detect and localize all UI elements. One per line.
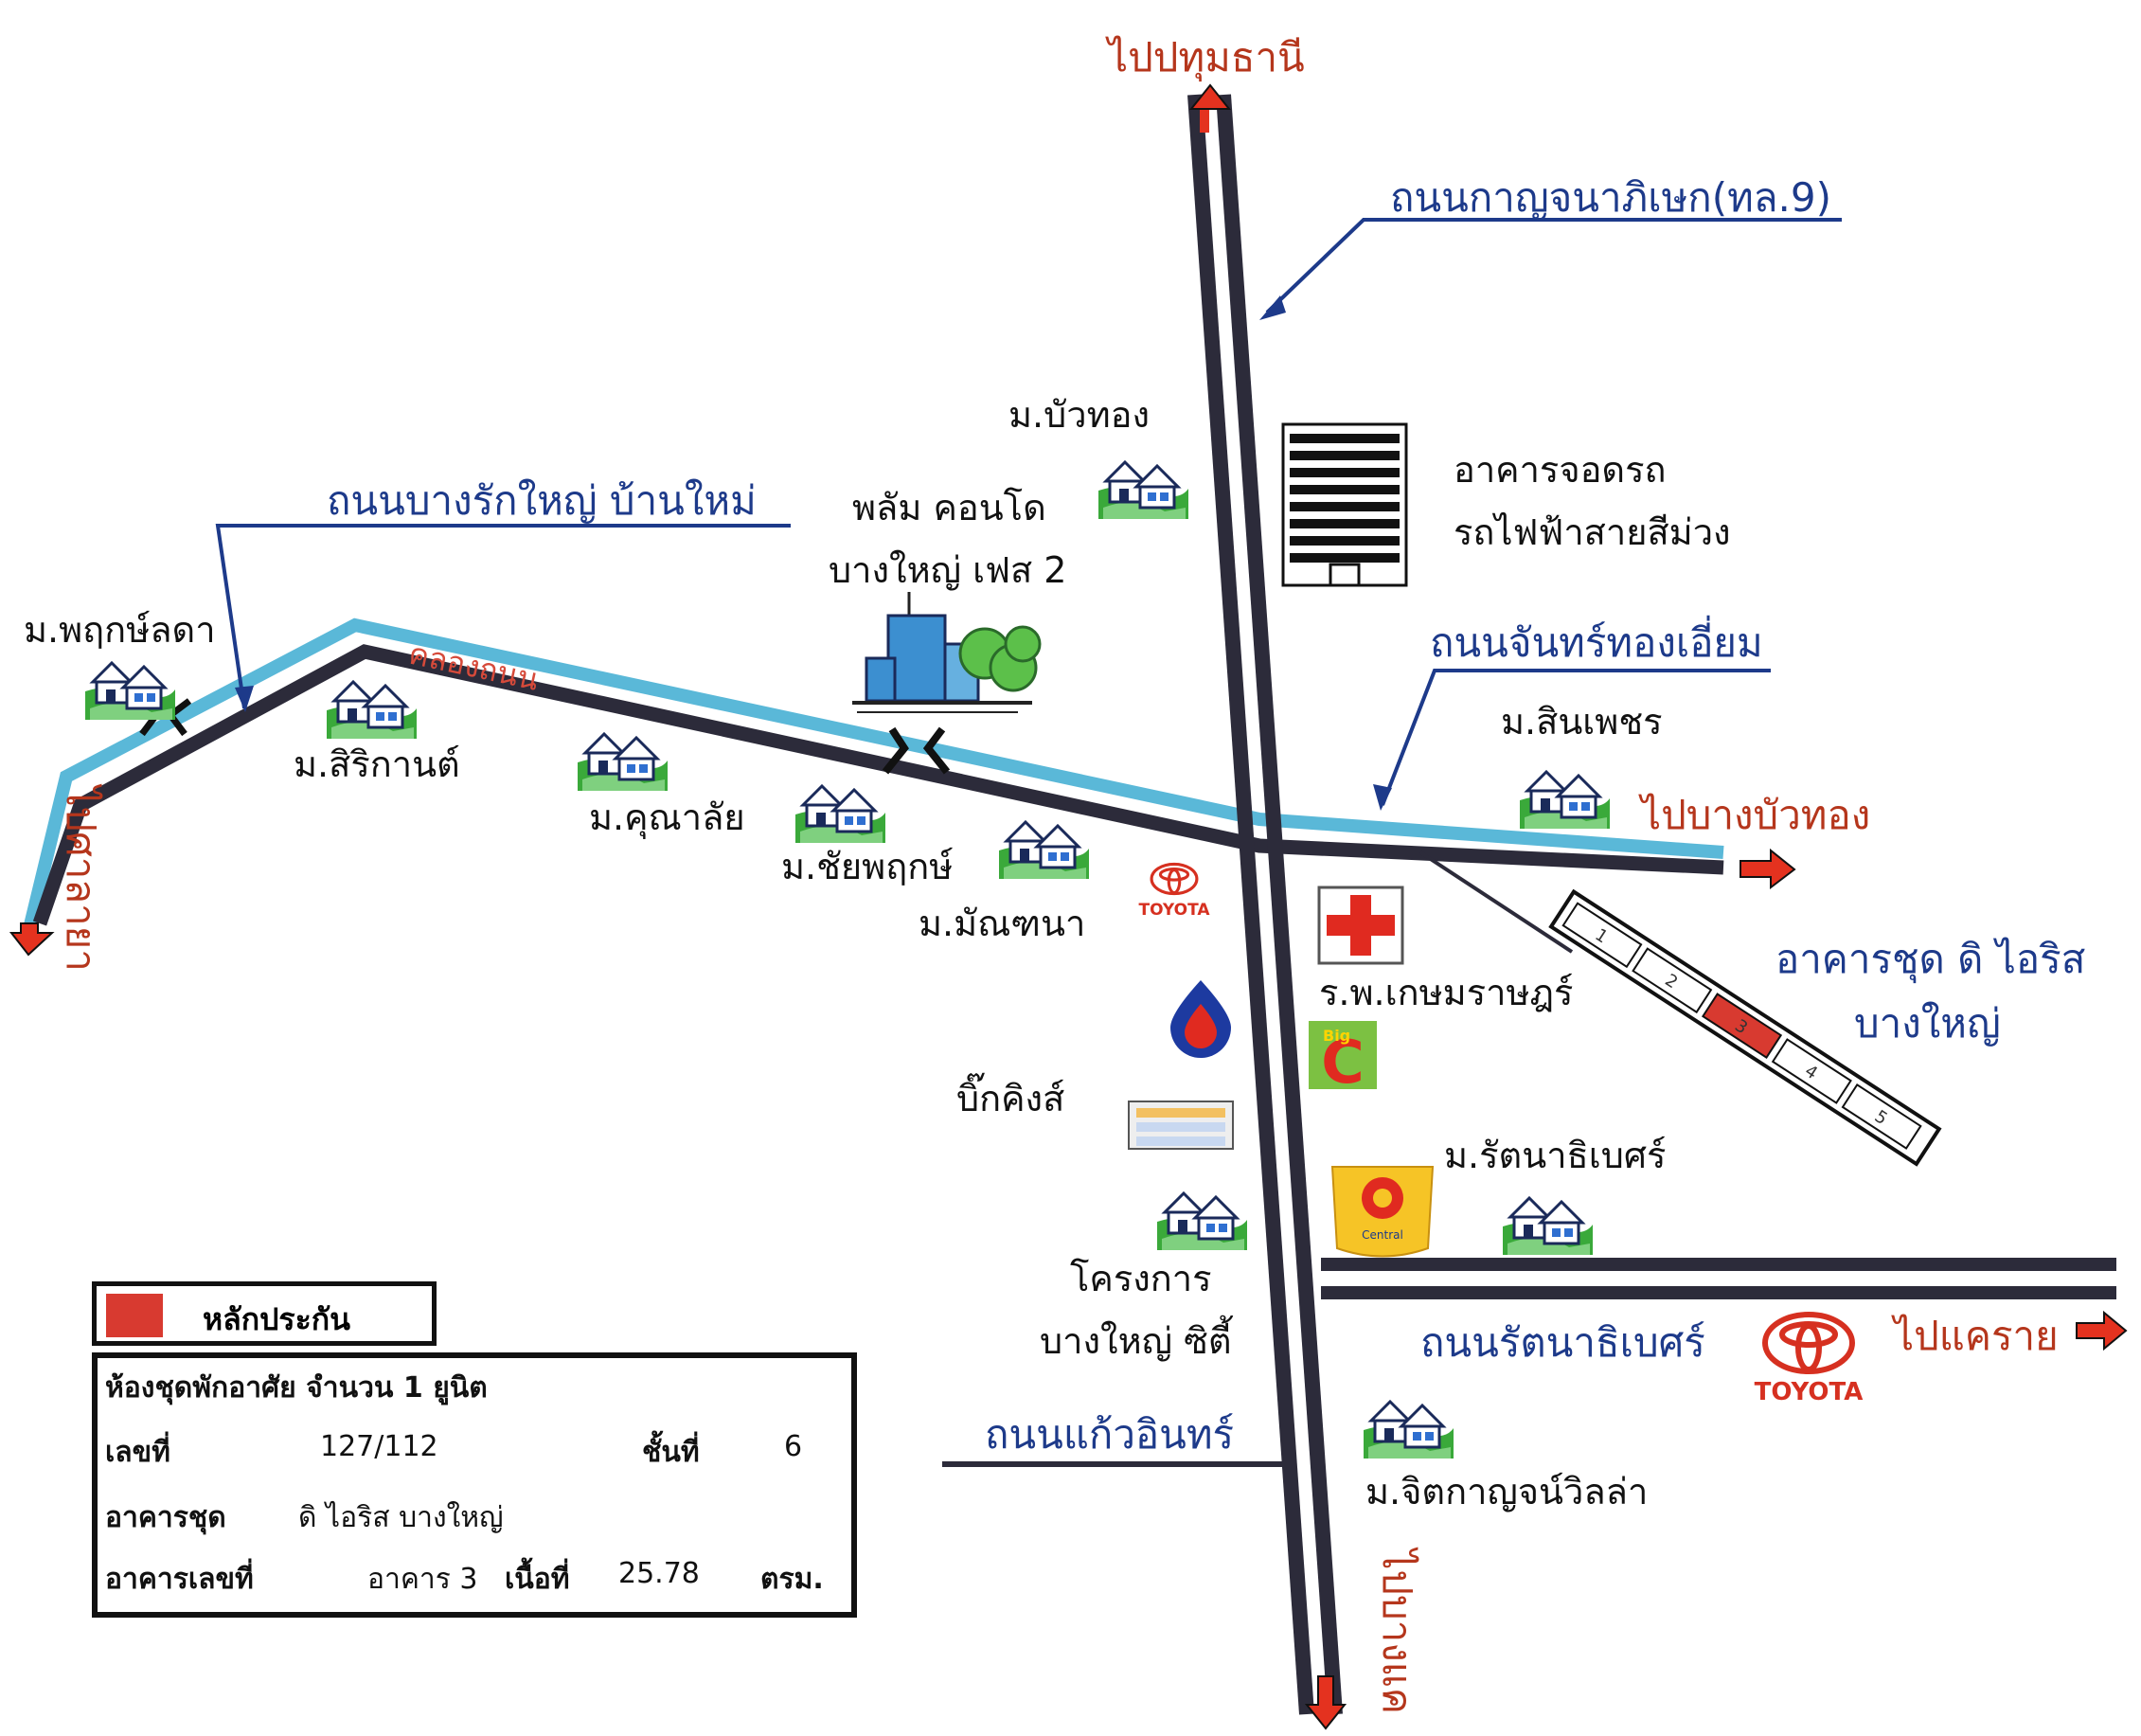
toyota-wordmark-east: TOYOTA	[1755, 1378, 1864, 1406]
direction-sala-ya: ไปศาลายา	[58, 786, 105, 972]
label-the-iris-line2: บางใหญ่	[1854, 1000, 2001, 1047]
toyota-emblem-icon-north	[1150, 862, 1199, 896]
toyota-emblem-icon-east	[1765, 1315, 1852, 1371]
collateral-swatch	[106, 1294, 163, 1337]
central-logo-icon: Central	[1330, 1166, 1435, 1258]
label-manthana: ม.มัณฑนา	[919, 903, 1086, 944]
road-label-kanchanaphisek: ถนนกาญจนาภิเษก(ทล.9)	[1390, 174, 1831, 221]
canal-bridge-icon-plum	[882, 726, 951, 775]
label-pruk-lada: ม.พฤกษ์ลดา	[24, 609, 216, 651]
legend-key: หลักประกัน	[92, 1281, 437, 1346]
direction-khae-rai: ไปแคราย	[1894, 1313, 2059, 1359]
building-value: อาคาร 3	[367, 1563, 478, 1596]
road-label-kaeo-in: ถนนแก้วอินทร์	[985, 1411, 1235, 1458]
house-icon-sirikan	[325, 680, 419, 741]
label-project-line1: โครงการ	[1070, 1258, 1212, 1299]
ptt-gas-station-icon	[1170, 980, 1231, 1058]
big-kings-mall-icon	[1128, 1101, 1234, 1150]
condo-value: ดิ ไอริส บางใหญ่	[298, 1501, 504, 1534]
direction-bang-bua-thong: ไปบางบัวทอง	[1641, 792, 1871, 838]
label-rattanathibet-village: ม.รัตนาธิเบศร์	[1444, 1135, 1667, 1176]
house-icon-sinphet	[1518, 770, 1612, 831]
label-bua-thong: ม.บัวทอง	[1008, 394, 1151, 436]
arrow-bang-khae-icon	[1304, 1675, 1347, 1730]
floor-label: ชั้นที่	[642, 1436, 700, 1469]
house-icon-rattanathibet	[1501, 1196, 1595, 1257]
plum-condo-icon	[852, 592, 1042, 713]
collateral-building	[1701, 993, 1783, 1059]
label-the-iris-line1: อาคารชุด ดิ ไอริส	[1775, 936, 2086, 982]
unit-no-value: 127/112	[320, 1430, 438, 1463]
parking-building-icon	[1281, 422, 1408, 587]
kanchanaphisek-pointer	[1265, 218, 1842, 314]
label-khunalai: ม.คุณาลัย	[589, 796, 745, 838]
label-chaiyapruk: ม.ชัยพฤกษ์	[781, 846, 954, 887]
building-label: อาคารเลขที่	[105, 1563, 254, 1596]
arrow-khae-rai-icon	[2076, 1310, 2128, 1351]
bang-rak-yai-road	[32, 644, 1724, 926]
the-iris-buildings: 1 2 3 4 5	[1548, 888, 1942, 1167]
house-icon-project	[1155, 1191, 1249, 1252]
toyota-wordmark-north: TOYOTA	[1138, 901, 1210, 920]
arrow-bang-bua-thong-icon	[1740, 848, 1796, 890]
road-label-rattanathibet: ถนนรัตนาธิเบศร์	[1420, 1319, 1705, 1366]
label-parking-line2: รถไฟฟ้าสายสีม่วง	[1454, 511, 1731, 553]
chan-thong-iam-pointer-arrowhead	[1373, 784, 1392, 811]
road-label-bang-rak-yai: ถนนบางรักใหญ่ บ้านใหม่	[327, 477, 757, 524]
house-icon-jitkanchana	[1362, 1400, 1455, 1460]
label-big-king: บิ๊กคิงส์	[956, 1078, 1065, 1119]
property-heading: ห้องชุดพักอาศัย จำนวน 1 ยูนิต	[105, 1371, 488, 1405]
label-plum-condo-line1: พลัม คอนโด	[852, 487, 1046, 528]
label-hospital: ร.พ.เกษมราษฎร์	[1319, 972, 1574, 1013]
kanchanaphisek-road-right	[1216, 94, 1343, 1715]
label-parking-line1: อาคารจอดรถ	[1454, 449, 1667, 491]
floor-value: 6	[784, 1430, 803, 1463]
area-unit: ตรม.	[760, 1563, 824, 1596]
property-info-box: ห้องชุดพักอาศัย จำนวน 1 ยูนิต เลขที่ 127…	[92, 1352, 857, 1618]
kanchanaphisek-road-left	[1187, 94, 1314, 1715]
arrow-sala-ya-icon	[9, 922, 55, 957]
unit-no-label: เลขที่	[105, 1436, 170, 1469]
label-sinphet: ม.สินเพชร	[1501, 701, 1663, 743]
label-project-line2: บางใหญ่ ซิตี้	[1040, 1320, 1232, 1362]
house-icon-manthana	[997, 820, 1091, 881]
house-icon-bua-thong	[1097, 460, 1190, 521]
legend-collateral-label: หลักประกัน	[203, 1301, 351, 1337]
condo-label: อาคารชุด	[105, 1501, 226, 1534]
iris-access-road	[1418, 850, 1574, 954]
direction-pathum-thani: ไปปทุมธานี	[1108, 34, 1305, 81]
big-c-letter: C	[1321, 1028, 1365, 1097]
arrow-up-head-icon	[1188, 83, 1232, 110]
house-icon-chaiyapruk	[794, 784, 887, 845]
big-c-word: Big	[1323, 1027, 1350, 1045]
area-label: เนื้อที่	[505, 1563, 570, 1596]
bang-rak-yai-pointer	[215, 524, 791, 709]
house-icon-khunalai	[576, 732, 669, 793]
big-c-logo-icon: C Big	[1309, 1021, 1377, 1097]
chan-thong-iam-pointer	[1381, 669, 1771, 806]
bang-rak-yai-pointer-arrowhead	[235, 686, 254, 712]
kanchanaphisek-pointer-arrowhead	[1259, 295, 1286, 320]
label-plum-condo-line2: บางใหญ่ เฟส 2	[829, 549, 1067, 591]
hospital-cross-icon	[1317, 886, 1404, 965]
central-word: Central	[1362, 1228, 1403, 1242]
canal-line	[22, 617, 1724, 935]
house-icon-pruk-lada	[83, 661, 177, 722]
area-value: 25.78	[618, 1557, 700, 1590]
direction-bang-khae: ไปบางแค	[1374, 1549, 1421, 1714]
label-sirikan: ม.สิริกานต์	[294, 743, 460, 785]
label-jitkanchana-villa: ม.จิตกาญจน์วิลล่า	[1365, 1471, 1649, 1512]
road-label-chan-thong-iam: ถนนจันทร์ทองเอี่ยม	[1430, 619, 1763, 666]
